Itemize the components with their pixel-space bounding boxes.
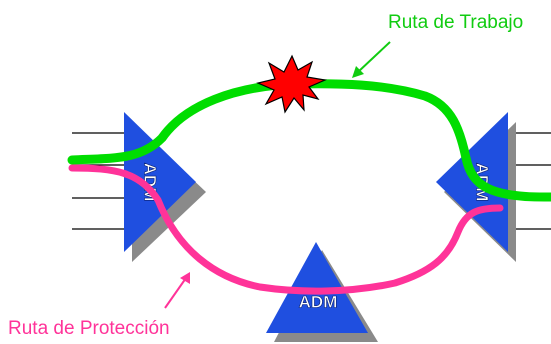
protection-route-label: Ruta de Protección xyxy=(8,318,170,339)
bottom-adm-triangle xyxy=(266,242,368,333)
fault-star-shape xyxy=(256,54,328,114)
protection-route-path xyxy=(68,164,504,295)
bottom-adm-label: ADM xyxy=(299,293,338,312)
working-route-path xyxy=(67,79,551,202)
protection-route-arrowhead xyxy=(180,272,190,284)
fault-star-icon xyxy=(256,54,328,114)
bottom-adm-node: ADM xyxy=(266,242,378,342)
working-route-arrowhead xyxy=(352,66,364,78)
working-route-annotation: Ruta de Trabajo xyxy=(352,12,523,78)
right-adm-node: ADM xyxy=(436,112,516,262)
protection-route-arrow-line xyxy=(164,277,187,309)
working-route-arrow-line xyxy=(357,41,391,73)
right-adm-triangle xyxy=(436,112,508,252)
working-route-label: Ruta de Trabajo xyxy=(388,12,523,33)
protection-route-annotation: Ruta de Protección xyxy=(8,272,190,339)
